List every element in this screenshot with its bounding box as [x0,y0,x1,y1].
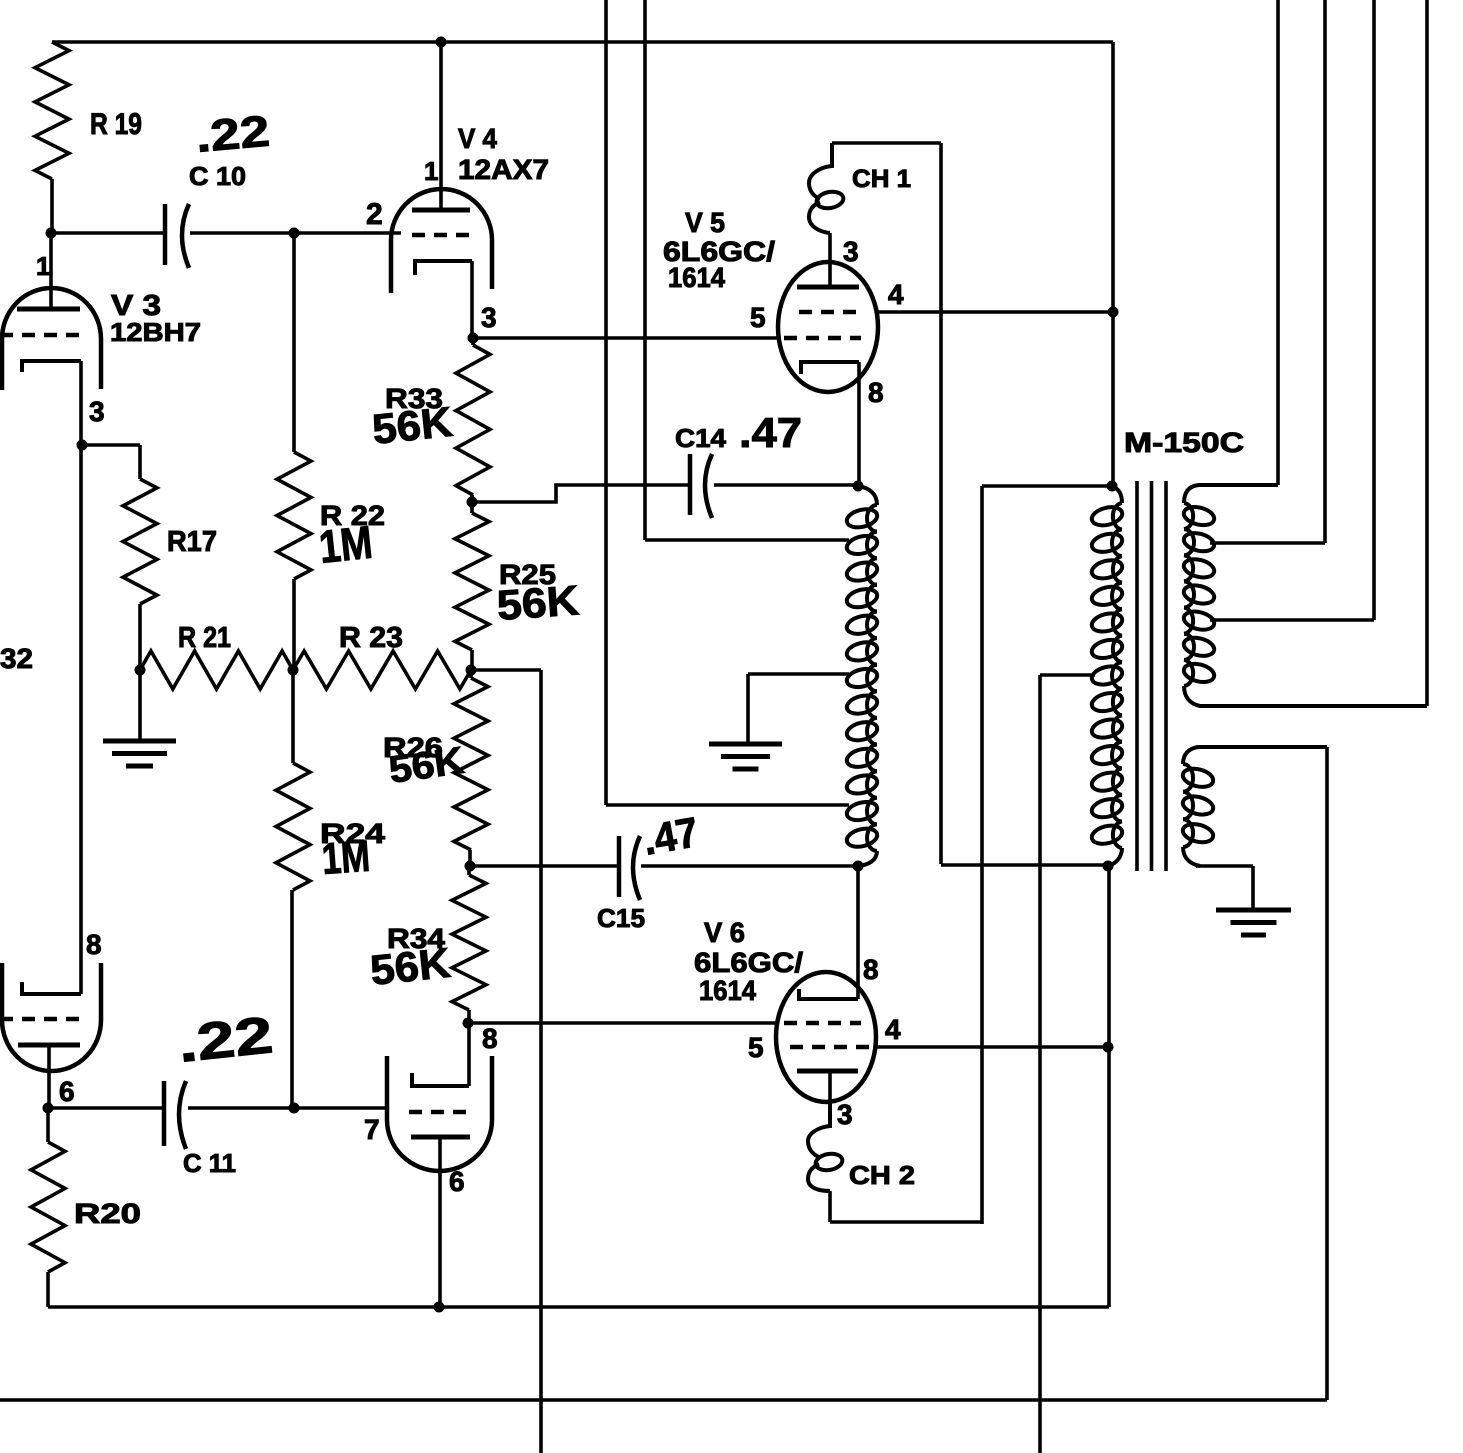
svg-text:V 3: V 3 [111,290,161,322]
svg-text:56K: 56K [370,398,454,453]
svg-text:1614: 1614 [668,262,725,293]
svg-text:R17: R17 [167,526,217,558]
svg-text:1614: 1614 [699,975,756,1006]
svg-text:4: 4 [885,1014,901,1045]
svg-text:32: 32 [0,643,33,674]
svg-text:2: 2 [366,198,383,231]
svg-text:56K: 56K [386,740,467,792]
svg-text:5: 5 [748,1032,764,1063]
svg-text:R 23: R 23 [339,622,403,654]
svg-text:R 21: R 21 [178,622,231,654]
svg-text:5: 5 [750,302,766,333]
svg-text:6L6GC/: 6L6GC/ [663,236,775,267]
svg-text:3: 3 [481,302,497,333]
svg-text:C15: C15 [597,903,645,933]
svg-text:C 11: C 11 [183,1148,236,1178]
svg-text:V 6: V 6 [704,917,745,948]
svg-text:R 22: R 22 [320,500,385,531]
svg-text:C14: C14 [675,423,727,453]
svg-text:V 4: V 4 [458,123,497,154]
svg-text:R26: R26 [383,732,443,763]
svg-text:1: 1 [36,251,50,281]
svg-text:7: 7 [364,1114,380,1145]
svg-text:56K: 56K [368,939,452,994]
svg-text:CH 1: CH 1 [852,165,911,193]
svg-text:R 19: R 19 [90,108,142,141]
svg-text:3: 3 [837,1099,853,1130]
svg-text:1: 1 [424,156,438,186]
svg-text:12AX7: 12AX7 [458,154,549,185]
svg-text:3: 3 [89,396,105,427]
svg-text:1M: 1M [320,832,371,884]
svg-text:8: 8 [482,1023,498,1054]
svg-text:8: 8 [86,929,102,960]
svg-text:4: 4 [888,279,904,310]
svg-text:.22: .22 [175,1006,276,1074]
svg-text:56K: 56K [495,576,580,629]
svg-text:R24: R24 [320,818,386,849]
svg-text:.47: .47 [739,409,802,456]
svg-text:.47: .47 [639,808,701,864]
svg-text:CH 2: CH 2 [849,1160,915,1190]
svg-text:8: 8 [863,954,879,985]
svg-text:6: 6 [59,1076,75,1107]
svg-text:8: 8 [868,377,884,408]
svg-text:12BH7: 12BH7 [110,317,201,347]
svg-text:6L6GC/: 6L6GC/ [694,947,803,978]
svg-text:R20: R20 [74,1198,141,1229]
svg-text:C 10: C 10 [189,161,246,191]
svg-text:R25: R25 [499,559,556,590]
svg-text:6: 6 [449,1166,465,1197]
svg-text:1M: 1M [317,516,375,573]
svg-text:R33: R33 [385,383,443,414]
svg-text:M-150C: M-150C [1124,427,1244,458]
svg-text:.22: .22 [194,107,272,162]
svg-text:R34: R34 [387,923,445,954]
svg-text:3: 3 [843,236,859,267]
svg-text:V 5: V 5 [685,207,725,238]
